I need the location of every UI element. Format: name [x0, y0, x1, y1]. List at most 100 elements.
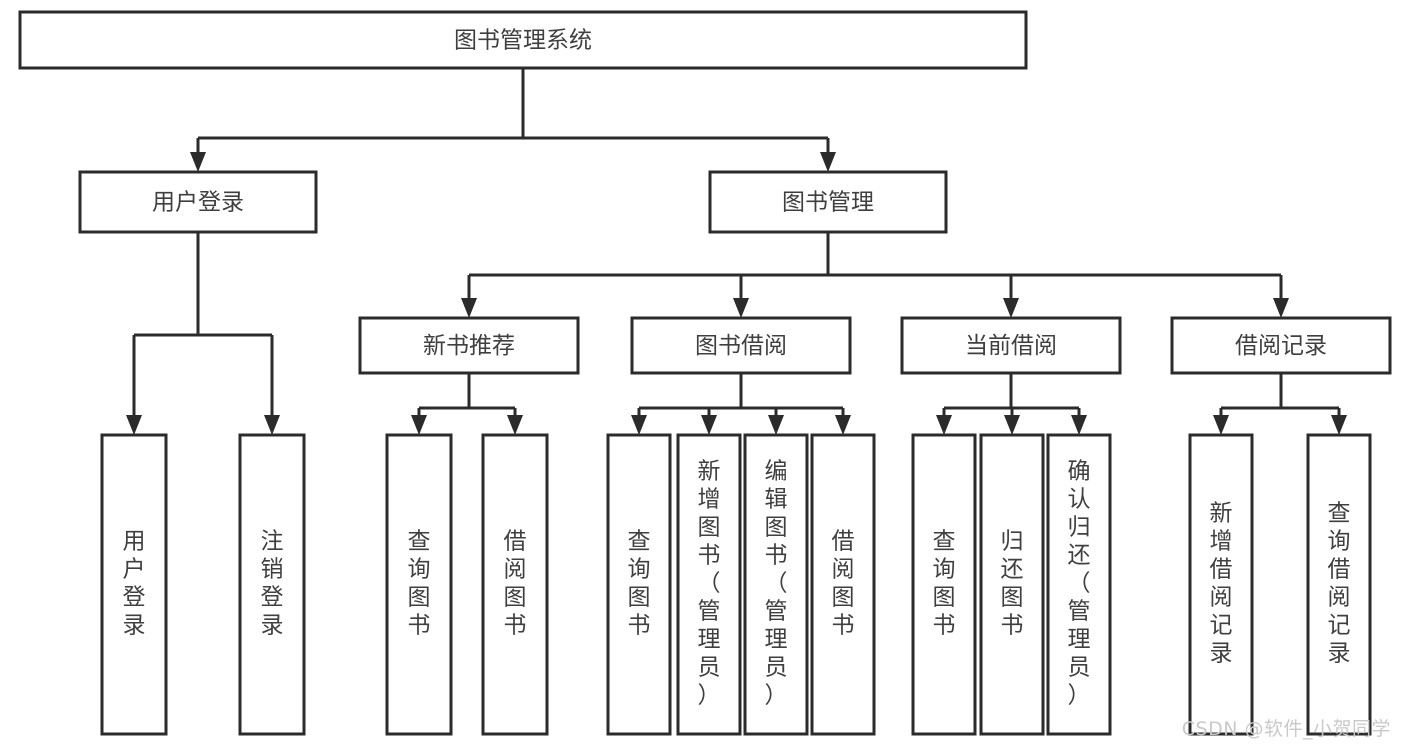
- node-leaf-return-book-label-char: 书: [1001, 613, 1024, 639]
- node-leaf-add-book-label-char: （: [698, 571, 721, 597]
- node-leaf-add-record-label-char: 新: [1210, 501, 1233, 527]
- node-leaf-borrow-book-2[interactable]: 借阅图书借阅图书: [0, 0, 876, 736]
- node-leaf-add-book-label-char: 书: [698, 543, 721, 569]
- node-leaf-borrow-book-1-label-char: 借: [504, 529, 527, 555]
- node-leaf-query-book-1[interactable]: 查询图书查询图书: [0, 0, 453, 736]
- node-borrow-record-label: 借阅记录: [1235, 333, 1327, 359]
- node-borrow-record[interactable]: 借阅记录: [1170, 316, 1392, 375]
- node-leaf-borrow-book-1-label-char: 阅: [504, 557, 527, 583]
- node-leaf-edit-book-box[interactable]: [743, 433, 809, 736]
- node-leaf-query-book-3-label-char: 询: [933, 557, 956, 583]
- node-leaf-query-record-label-char: 阅: [1328, 585, 1351, 611]
- node-leaf-add-record-label-char: 阅: [1210, 585, 1233, 611]
- node-leaf-return-book[interactable]: 归还图书归还图书: [0, 0, 1045, 736]
- node-leaf-confirm-return-label-char: 认: [1068, 487, 1091, 513]
- node-leaf-add-book-label-char: 新: [698, 459, 721, 485]
- connector-group: [936, 373, 1087, 435]
- node-leaf-query-record-box[interactable]: [1306, 433, 1372, 736]
- node-leaf-add-book-label-char: 员: [698, 655, 721, 681]
- node-leaf-query-record-label-char: 记: [1328, 613, 1351, 639]
- node-leaf-query-book-2-label-char: 查: [628, 529, 651, 555]
- node-leaf-add-record-label-char: 增: [1210, 529, 1233, 555]
- node-leaf-edit-book-label-char: 理: [765, 627, 788, 653]
- node-leaf-add-book-box[interactable]: [676, 433, 742, 736]
- node-root-box[interactable]: [18, 10, 1028, 70]
- node-leaf-logout-label-char: 录: [261, 613, 284, 639]
- node-leaf-confirm-return-box[interactable]: [1046, 433, 1112, 736]
- node-leaf-user-login-label-char: 登: [123, 585, 146, 611]
- node-leaf-edit-book-label-char: （: [765, 571, 788, 597]
- node-leaf-user-login[interactable]: 用户登录用户登录: [0, 0, 168, 736]
- node-leaf-query-book-1-box[interactable]: [385, 433, 453, 736]
- node-leaf-return-book-label-char: 还: [1001, 557, 1024, 583]
- node-book-borrow-box[interactable]: [630, 316, 852, 375]
- node-leaf-logout[interactable]: 注销登录注销登录: [0, 0, 306, 736]
- node-user-login-box[interactable]: [78, 170, 318, 234]
- node-current-borrow[interactable]: 当前借阅: [900, 316, 1122, 375]
- connector-group: [631, 373, 851, 435]
- node-leaf-edit-book-label-char: 书: [765, 543, 788, 569]
- node-leaf-query-record-label-char: 借: [1328, 557, 1351, 583]
- node-user-login[interactable]: 用户登录: [78, 170, 318, 234]
- node-leaf-confirm-return-label-char: 确: [1068, 459, 1091, 485]
- connector-group: [126, 232, 280, 435]
- node-leaf-logout-label-char: 注: [261, 529, 284, 555]
- node-leaf-add-record[interactable]: 新增借阅记录新增借阅记录: [0, 0, 1254, 736]
- node-current-borrow-label: 当前借阅: [965, 333, 1057, 359]
- connector-group: [1213, 373, 1347, 435]
- node-leaf-query-book-1-label-char: 书: [408, 613, 431, 639]
- node-book-manage-box[interactable]: [708, 170, 948, 234]
- node-leaf-borrow-book-1[interactable]: 借阅图书借阅图书: [0, 0, 549, 736]
- node-leaf-query-record-label-char: 录: [1328, 641, 1351, 667]
- node-leaf-logout-label-char: 登: [261, 585, 284, 611]
- node-leaf-edit-book-label-char: 编: [765, 459, 788, 485]
- node-new-book-rec-label: 新书推荐: [423, 333, 515, 359]
- node-leaf-query-book-3[interactable]: 查询图书查询图书: [0, 0, 977, 736]
- node-leaf-add-record-label-char: 记: [1210, 613, 1233, 639]
- node-leaf-edit-book-label-char: 辑: [765, 487, 788, 513]
- node-leaf-edit-book-label-char: 图: [765, 515, 788, 541]
- node-leaf-borrow-book-2-label-char: 借: [832, 529, 855, 555]
- node-leaf-query-book-3-box[interactable]: [911, 433, 977, 736]
- node-new-book-rec-box[interactable]: [358, 316, 580, 375]
- node-leaf-query-book-1-label-char: 查: [408, 529, 431, 555]
- node-leaf-return-book-label-char: 归: [1001, 529, 1024, 555]
- node-leaf-logout-label-char: 销: [261, 557, 284, 583]
- node-leaf-confirm-return-label-char: ）: [1068, 683, 1091, 709]
- node-leaf-query-book-2-label-char: 书: [628, 613, 651, 639]
- node-leaf-query-record-label-char: 询: [1328, 529, 1351, 555]
- node-leaf-query-book-2[interactable]: 查询图书查询图书: [0, 0, 672, 736]
- node-leaf-user-login-box[interactable]: [100, 433, 168, 736]
- node-book-manage[interactable]: 图书管理: [708, 170, 948, 234]
- node-leaf-user-login-label-char: 录: [123, 613, 146, 639]
- node-current-borrow-box[interactable]: [900, 316, 1122, 375]
- node-leaf-borrow-book-2-box[interactable]: [810, 433, 876, 736]
- node-leaf-query-book-3-label-char: 书: [933, 613, 956, 639]
- node-leaf-logout-box[interactable]: [238, 433, 306, 736]
- node-leaf-query-record[interactable]: 查询借阅记录查询借阅记录: [0, 0, 1372, 736]
- node-leaf-query-book-1-label-char: 图: [408, 585, 431, 611]
- node-leaf-add-book-label-char: 增: [698, 487, 721, 513]
- node-leaf-borrow-book-2-label-char: 阅: [832, 557, 855, 583]
- node-book-borrow[interactable]: 图书借阅: [630, 316, 852, 375]
- node-leaf-confirm-return-label-char: 还: [1068, 543, 1091, 569]
- node-leaf-edit-book-label-char: 员: [765, 655, 788, 681]
- node-leaf-borrow-book-1-box[interactable]: [481, 433, 549, 736]
- node-root[interactable]: 图书管理系统: [18, 10, 1028, 70]
- node-leaf-confirm-return-label-char: 理: [1068, 627, 1091, 653]
- node-leaf-confirm-return-label-char: （: [1068, 571, 1091, 597]
- node-borrow-record-box[interactable]: [1170, 316, 1392, 375]
- node-leaf-query-book-2-label-char: 询: [628, 557, 651, 583]
- node-leaf-add-record-box[interactable]: [1188, 433, 1254, 736]
- node-leaf-confirm-return-label-char: 管: [1068, 599, 1091, 625]
- node-new-book-rec[interactable]: 新书推荐: [358, 316, 580, 375]
- node-leaf-query-book-2-box[interactable]: [606, 433, 672, 736]
- node-leaf-return-book-box[interactable]: [979, 433, 1045, 736]
- node-leaf-add-book-label-char: 理: [698, 627, 721, 653]
- node-user-login-label: 用户登录: [152, 190, 244, 216]
